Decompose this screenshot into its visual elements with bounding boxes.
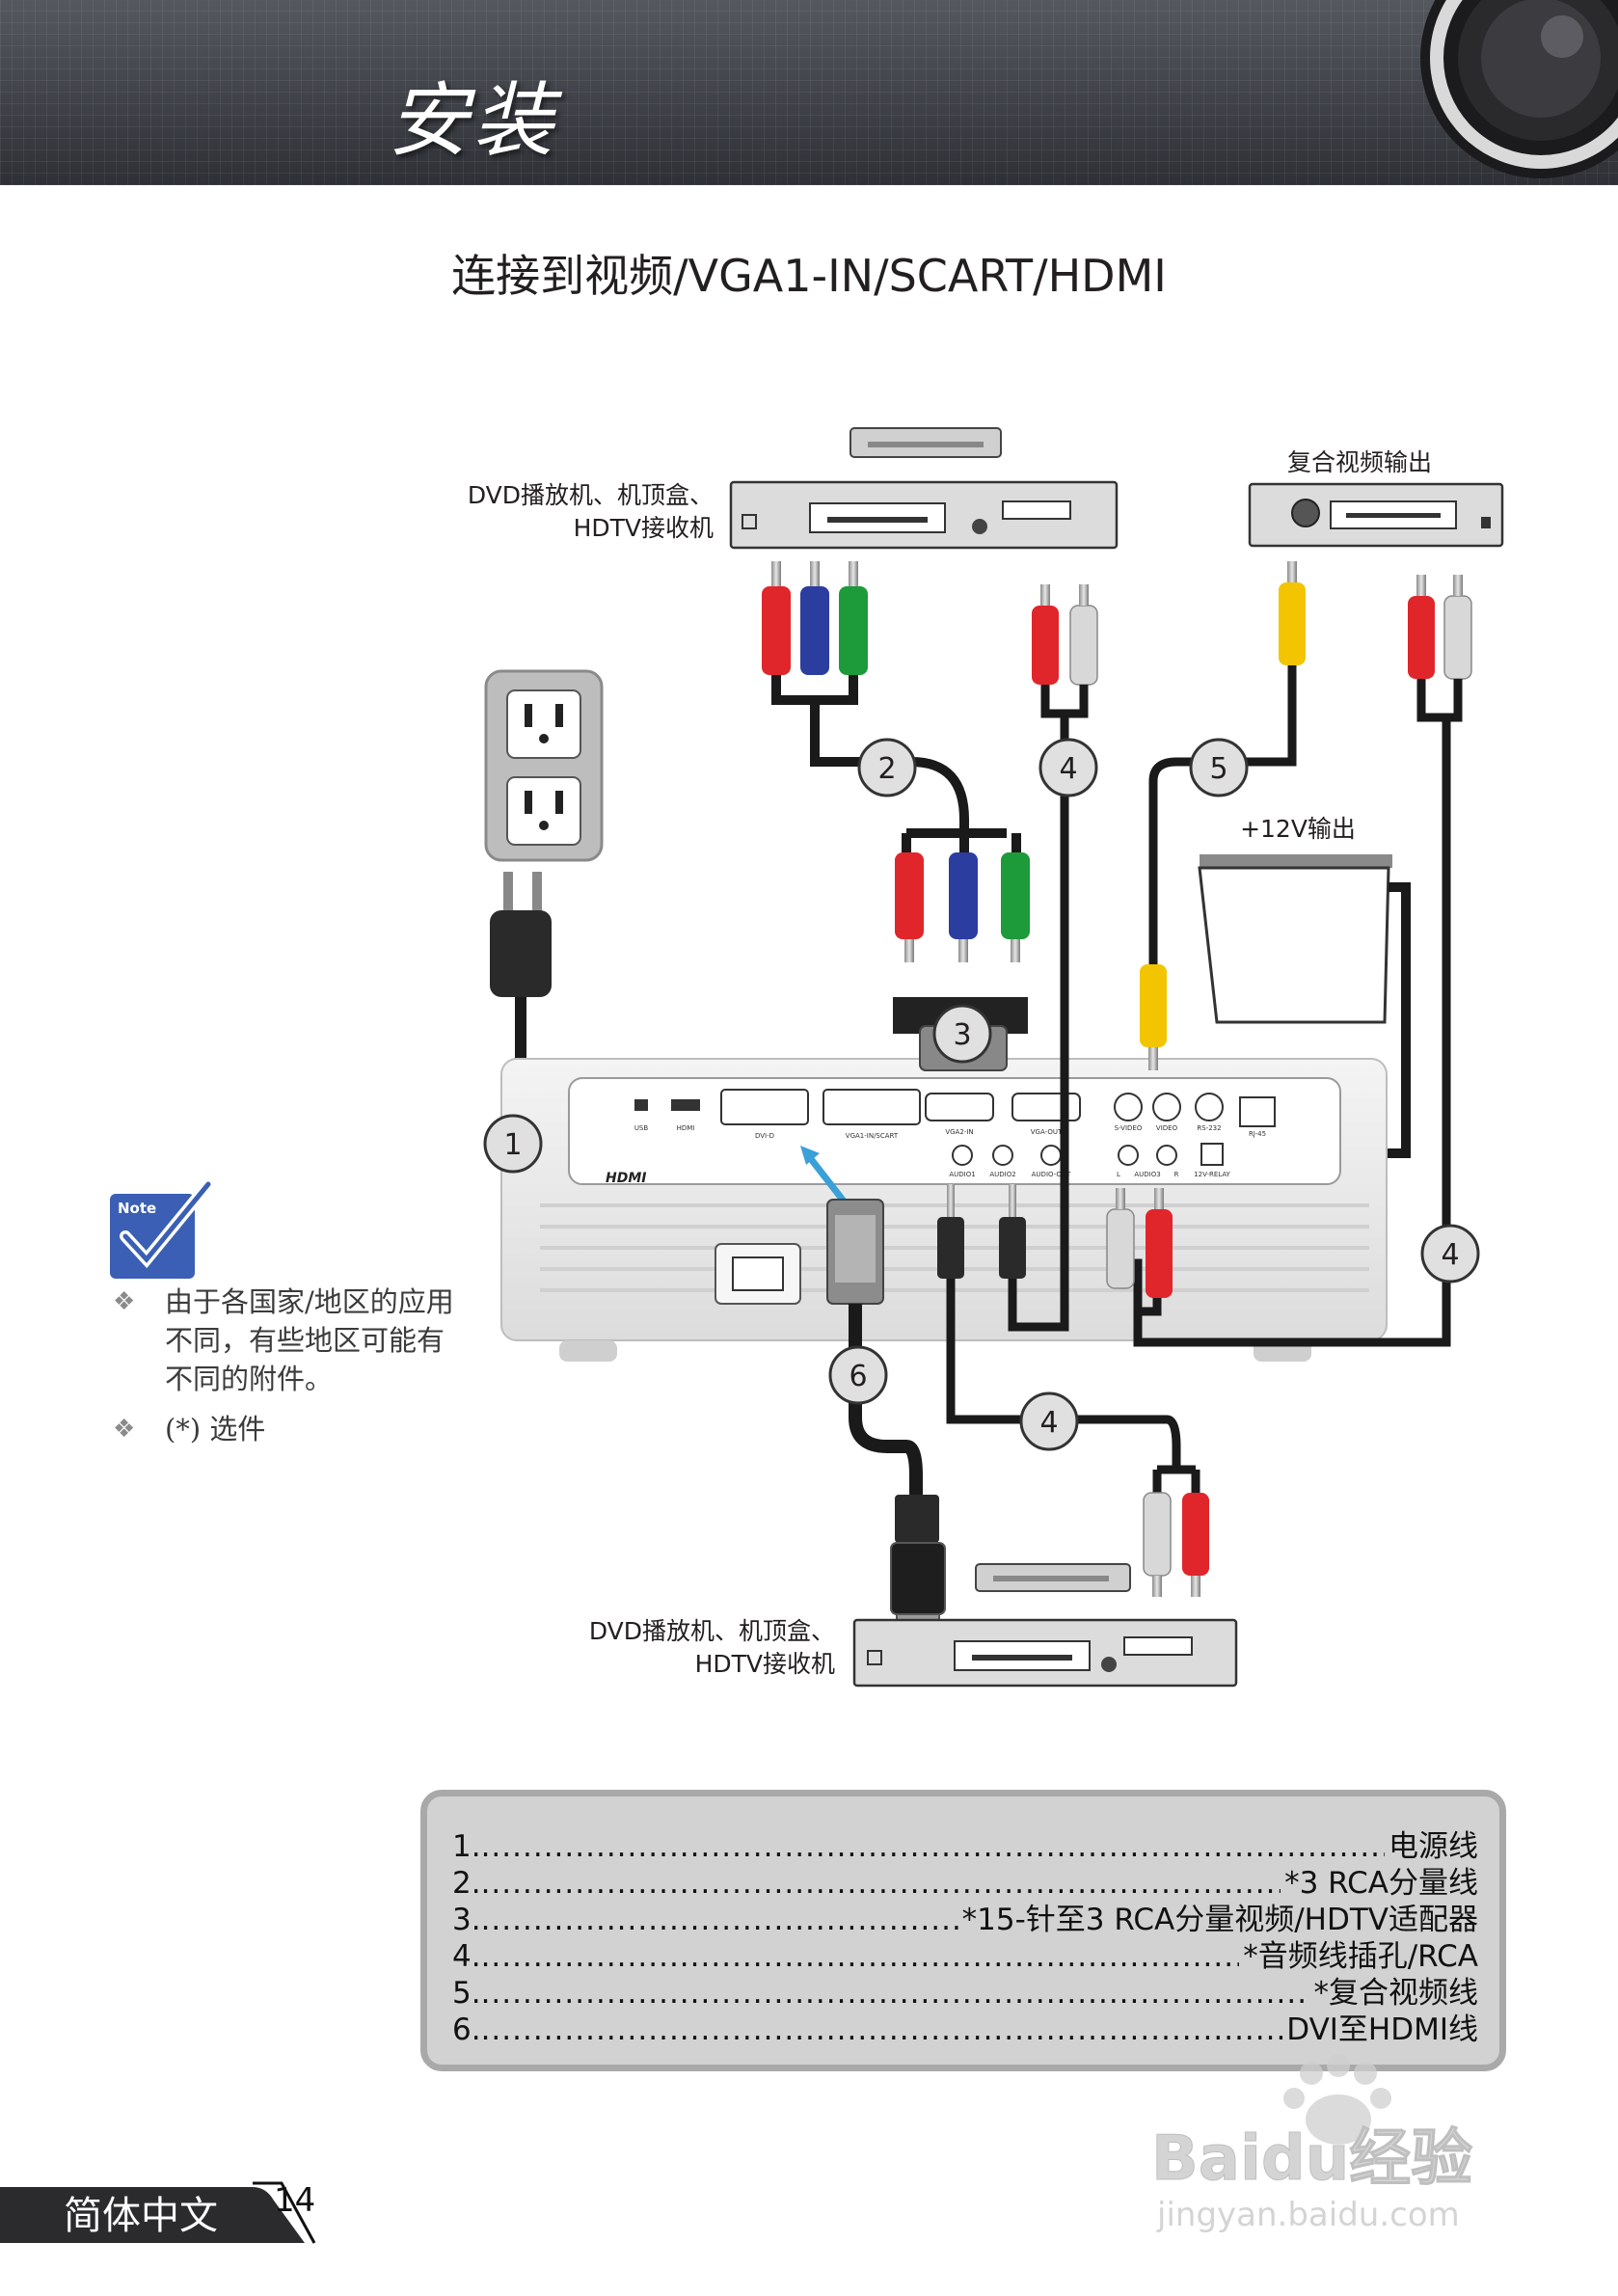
legend-row: 1.......................................… xyxy=(452,1829,1478,1864)
note-list: ❖由于各国家/地区的应用不同，有些地区可能有不同的附件。 ❖(*) 选件 xyxy=(111,1283,458,1460)
footer-language-tab xyxy=(0,2181,316,2244)
dvi-hdmi-cable xyxy=(826,1199,946,1638)
cable-number-1: 1 xyxy=(483,1114,543,1174)
port-hdmi: HDMI xyxy=(677,1124,695,1132)
svg-text:4: 4 xyxy=(1039,1406,1058,1440)
twelve-v-label: +12V输出 xyxy=(1240,815,1356,843)
port-audio3: AUDIO3 xyxy=(1134,1171,1160,1178)
svg-text:3: 3 xyxy=(953,1018,971,1052)
dvd-bottom-label-2: HDTV接收机 xyxy=(695,1650,835,1678)
port-relay: 12V-RELAY xyxy=(1194,1171,1230,1178)
port-audio3-l: L xyxy=(1117,1171,1120,1178)
port-audio3-r: R xyxy=(1174,1171,1179,1178)
composite-cable xyxy=(1140,561,1306,1070)
composite-out-label: 复合视频输出 xyxy=(1287,448,1432,476)
legend-row: 5.......................................… xyxy=(452,1976,1478,2011)
audio-cable-right xyxy=(1106,575,1472,1347)
footer-language: 简体中文 xyxy=(64,2194,218,2238)
port-video: VIDEO xyxy=(1156,1124,1178,1132)
note-item: ❖由于各国家/地区的应用不同，有些地区可能有不同的附件。 xyxy=(113,1285,454,1395)
dvd-top-label-1: DVD播放机、机顶盒、 xyxy=(468,481,714,509)
svg-text:4: 4 xyxy=(1059,752,1077,786)
port-rj45: RJ-45 xyxy=(1249,1130,1266,1138)
page-header: 安装 xyxy=(0,0,1618,185)
cable-number-4c: 4 xyxy=(1019,1391,1079,1451)
svg-text:2: 2 xyxy=(877,752,896,786)
baidu-watermark: Baidu经验 jingyan.baidu.com xyxy=(1151,2054,1473,2234)
note-icon-label: Note xyxy=(118,1200,156,1217)
cable-number-2: 2 xyxy=(857,738,917,797)
port-audio1: AUDIO1 xyxy=(949,1171,975,1178)
composite-video-device xyxy=(1248,482,1504,548)
note-icon: Note xyxy=(110,1178,214,1279)
cable-number-4b: 4 xyxy=(1420,1224,1480,1283)
lens-graphic xyxy=(1420,0,1618,178)
cable-number-5: 5 xyxy=(1189,738,1249,797)
audio-cable-top xyxy=(999,584,1098,1332)
port-vga1: VGA1-IN/SCART xyxy=(846,1132,899,1140)
dvd-bottom-label-1: DVD播放机、机顶盒、 xyxy=(589,1617,835,1645)
header-title: 安装 xyxy=(388,73,558,168)
page-number: 14 xyxy=(274,2181,316,2220)
cable-number-4a: 4 xyxy=(1038,738,1098,797)
port-dvi: DVI-D xyxy=(755,1132,774,1140)
port-audio-out: AUDIO-OUT xyxy=(1032,1171,1071,1178)
note-item: ❖(*) 选件 xyxy=(113,1413,266,1445)
legend-row: 4.......................................… xyxy=(452,1939,1478,1974)
hdmi-logo-label: HDMI xyxy=(606,1171,646,1186)
cable-number-6: 6 xyxy=(828,1345,888,1405)
legend-row: 3.......................................… xyxy=(452,1903,1478,1937)
legend-row: 6.......................................… xyxy=(452,2012,1478,2047)
dvd-player-top xyxy=(729,427,1119,550)
svg-text:1: 1 xyxy=(503,1128,522,1162)
port-usb: USB xyxy=(634,1124,649,1132)
port-panel xyxy=(634,1089,1276,1166)
watermark-url: jingyan.baidu.com xyxy=(1156,2196,1460,2234)
legend-row: 2.......................................… xyxy=(452,1866,1478,1901)
svg-text:6: 6 xyxy=(849,1360,867,1393)
component-cable xyxy=(762,561,1030,962)
svg-text:4: 4 xyxy=(1441,1238,1459,1272)
cable-number-3: 3 xyxy=(932,1004,992,1064)
power-outlet xyxy=(484,669,604,862)
svg-text:5: 5 xyxy=(1209,752,1227,786)
port-rs232: RS-232 xyxy=(1197,1124,1221,1132)
dvd-player-bottom xyxy=(852,1563,1238,1688)
cable-legend: 1.......................................… xyxy=(420,1790,1506,2071)
port-vga-out: VGA-OUT xyxy=(1031,1128,1063,1136)
port-svideo: S-VIDEO xyxy=(1115,1124,1143,1132)
audio-cable-bottom xyxy=(937,1184,1209,1597)
dvd-top-label-2: HDTV接收机 xyxy=(574,514,714,542)
port-vga2: VGA2-IN xyxy=(945,1128,973,1136)
port-audio2: AUDIO2 xyxy=(989,1171,1015,1178)
page-heading: 连接到视频/VGA1-IN/SCART/HDMI xyxy=(451,250,1167,302)
watermark-brand: Baidu经验 xyxy=(1151,2123,1472,2195)
